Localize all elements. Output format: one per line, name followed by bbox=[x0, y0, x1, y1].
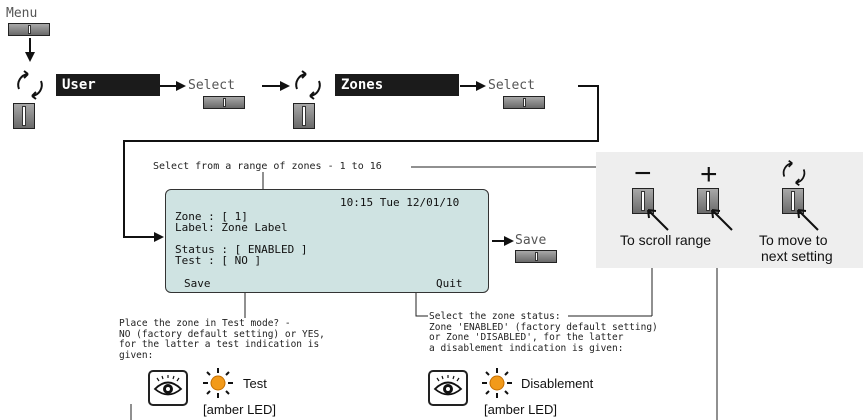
disable-led-label: [amber LED] bbox=[484, 402, 557, 417]
test-indicator-label: Test bbox=[243, 376, 267, 391]
lcd-label-line: Label: Zone Label bbox=[175, 221, 288, 234]
menu-label: Menu bbox=[6, 6, 38, 21]
next-setting-key[interactable] bbox=[782, 188, 804, 214]
lcd-zone-line: Zone : [ 1] bbox=[175, 210, 248, 223]
lcd-status-line: Status : [ ENABLED ] bbox=[175, 243, 308, 256]
move-label-1: To move to bbox=[759, 232, 828, 248]
range-note: Select from a range of zones - 1 to 16 bbox=[153, 161, 382, 172]
lcd-quit-softkey: Quit bbox=[436, 277, 463, 290]
amber-led-icon bbox=[203, 368, 233, 398]
select-key-1[interactable] bbox=[203, 96, 245, 109]
disablement-indicator-label: Disablement bbox=[521, 376, 594, 391]
save-label: Save bbox=[515, 233, 547, 248]
move-label-2: next setting bbox=[761, 248, 833, 264]
plus-key[interactable] bbox=[697, 188, 719, 214]
plus-icon: + bbox=[700, 158, 718, 191]
scroll-range-label: To scroll range bbox=[620, 232, 712, 248]
scroll-key-1[interactable] bbox=[13, 103, 35, 129]
cycle-icon bbox=[295, 70, 321, 100]
user-menu-item: User bbox=[56, 74, 160, 96]
amber-led-icon bbox=[482, 368, 512, 398]
select-key-2[interactable] bbox=[503, 96, 545, 109]
test-mode-note: Place the zone in Test mode? - NO (facto… bbox=[119, 318, 325, 361]
minus-icon: − bbox=[634, 157, 652, 190]
menu-key[interactable] bbox=[8, 23, 50, 36]
eye-icon bbox=[148, 370, 188, 406]
zones-menu-item: Zones bbox=[335, 74, 459, 96]
save-key[interactable] bbox=[515, 250, 557, 263]
scroll-key-2[interactable] bbox=[293, 103, 315, 129]
test-led-label: [amber LED] bbox=[203, 402, 276, 417]
lcd-datetime: 10:15 Tue 12/01/10 bbox=[340, 196, 460, 209]
zone-status-note: Select the zone status: Zone 'ENABLED' (… bbox=[429, 311, 658, 354]
minus-key[interactable] bbox=[632, 188, 654, 214]
key-help-panel: − + To scroll range To move to next sett… bbox=[596, 152, 863, 268]
cycle-icon bbox=[782, 159, 806, 187]
eye-icon bbox=[428, 370, 468, 406]
lcd-save-softkey: Save bbox=[184, 277, 211, 290]
pointer-arrows bbox=[647, 209, 819, 231]
lcd-display: 10:15 Tue 12/01/10 Zone : [ 1] Label: Zo… bbox=[165, 189, 489, 293]
select-label: Select bbox=[188, 78, 235, 93]
lcd-test-line: Test : [ NO ] bbox=[175, 254, 262, 267]
cycle-icon bbox=[17, 70, 43, 100]
select-label: Select bbox=[488, 78, 535, 93]
